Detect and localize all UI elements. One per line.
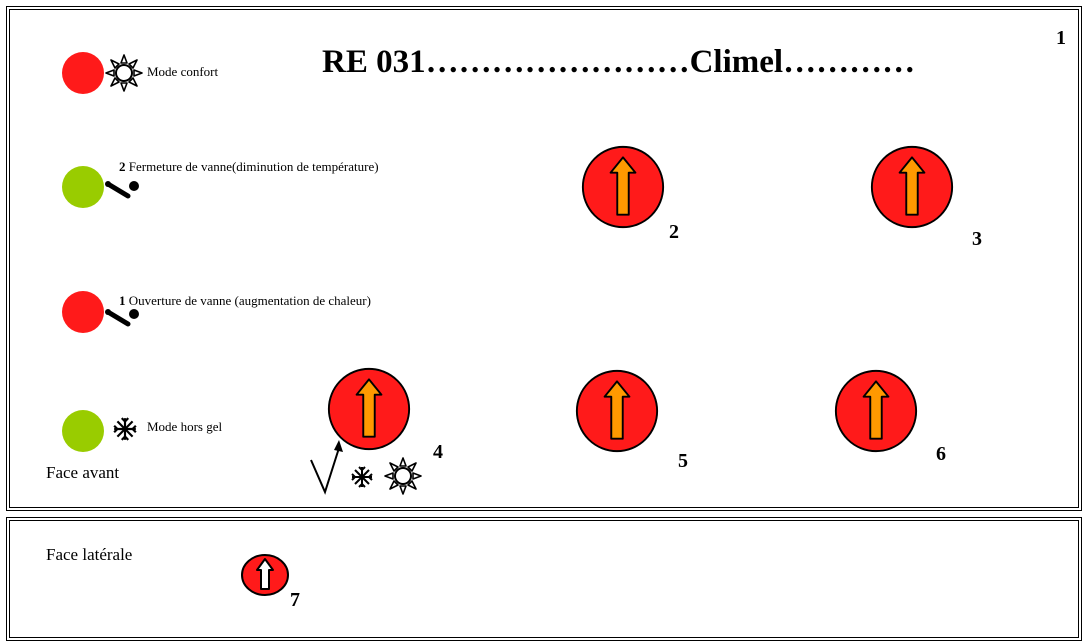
sun-icon xyxy=(104,53,144,93)
label-fermeture-number: 2 xyxy=(119,159,126,174)
knob-2[interactable] xyxy=(580,144,666,230)
knob-5[interactable] xyxy=(574,368,660,454)
knob-7[interactable] xyxy=(240,553,290,597)
snowflake-icon xyxy=(350,465,374,489)
label-ouverture-text: Ouverture de vanne (augmentation de chal… xyxy=(128,293,371,308)
knob-2-number: 2 xyxy=(669,221,679,243)
led-hors-gel xyxy=(62,410,104,452)
label-ouverture-number: 1 xyxy=(119,293,126,308)
knob-3-number: 3 xyxy=(972,228,982,250)
valve-icon xyxy=(104,178,140,202)
knob-6[interactable] xyxy=(833,368,919,454)
label-mode-confort: Mode confort xyxy=(147,64,219,79)
side-panel xyxy=(6,517,1082,641)
label-fermeture: 2 Fermeture de vanne(diminution de tempé… xyxy=(119,159,379,175)
label-ouverture: 1 Ouverture de vanne (augmentation de ch… xyxy=(119,293,371,309)
led-ouverture xyxy=(62,291,104,333)
panel-number: 1 xyxy=(1056,27,1066,49)
label-fermeture-text: Fermeture de vanne(diminution de tempéra… xyxy=(128,159,379,174)
snowflake-icon xyxy=(112,416,138,442)
front-panel xyxy=(6,6,1082,511)
knob-4-number: 4 xyxy=(433,441,443,463)
knob-6-number: 6 xyxy=(936,443,946,465)
front-label: Face avant xyxy=(46,463,120,482)
knob-3[interactable] xyxy=(869,144,955,230)
pointer-arrow-icon xyxy=(310,440,343,495)
led-confort xyxy=(62,52,104,94)
side-label: Face latérale xyxy=(46,545,133,564)
knob-5-number: 5 xyxy=(678,450,688,472)
knob-7-number: 7 xyxy=(290,589,300,611)
sun-icon xyxy=(383,456,423,496)
label-hors-gel: Mode hors gel xyxy=(147,419,223,434)
led-fermeture xyxy=(62,166,104,208)
page-title: RE 031……………………Climel………… xyxy=(322,44,916,80)
valve-icon xyxy=(104,306,140,330)
